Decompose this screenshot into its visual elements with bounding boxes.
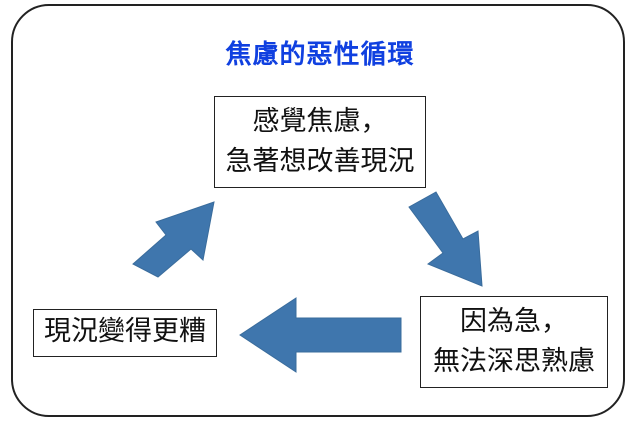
cycle-box-hasty-line1: 因為急， <box>460 306 568 337</box>
diagram-title: 焦慮的惡性循環 <box>225 40 415 70</box>
arrow-left <box>239 297 402 373</box>
arrow-down-right <box>408 191 483 287</box>
cycle-box-anxiety-line2: 急著想改善現況 <box>225 146 415 177</box>
cycle-box-hasty-line2: 無法深思熟慮 <box>433 346 595 377</box>
cycle-box-worse-line1: 現況變得更糟 <box>44 316 206 347</box>
cycle-box-hasty: 因為急， 無法深思熟慮 <box>420 296 608 388</box>
arrow-up-right <box>132 201 215 278</box>
cycle-box-anxiety: 感覺焦慮， 急著想改善現況 <box>214 96 426 188</box>
cycle-box-worse: 現況變得更糟 <box>33 309 217 357</box>
cycle-box-anxiety-line1: 感覺焦慮， <box>252 106 388 137</box>
